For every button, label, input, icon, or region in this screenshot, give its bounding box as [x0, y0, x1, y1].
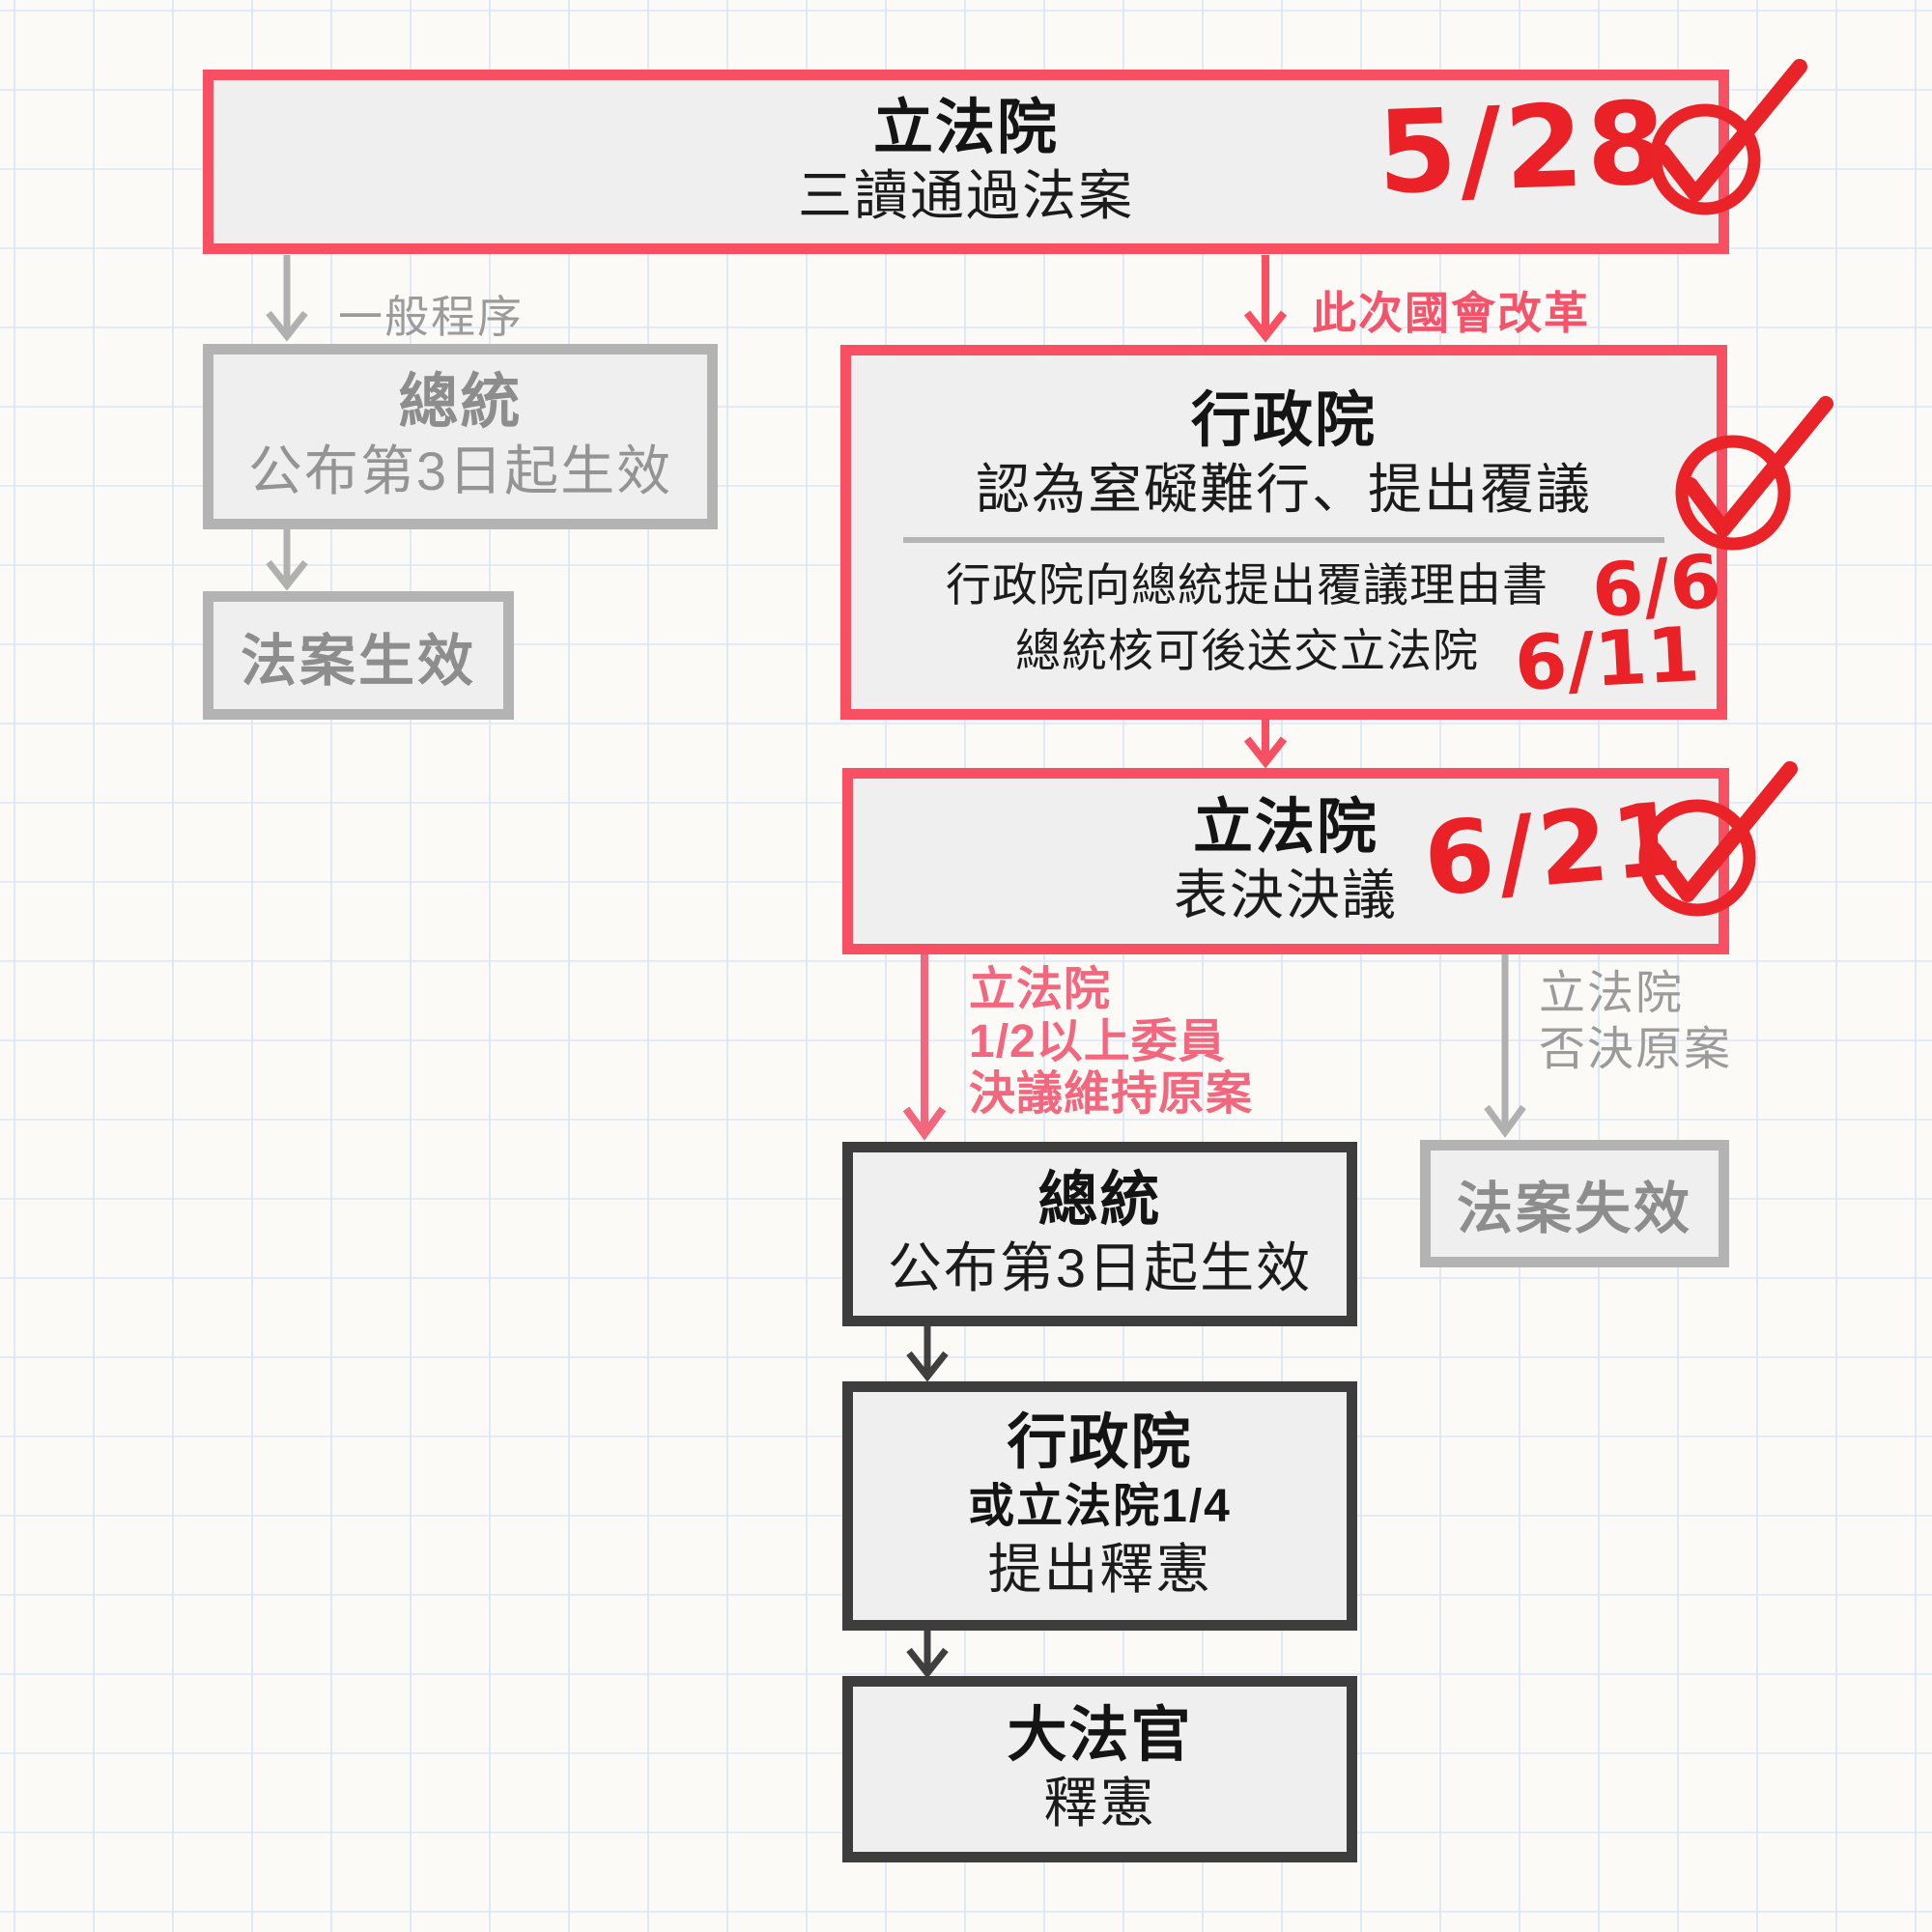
box-line3: 提出釋憲 [987, 1538, 1212, 1600]
box-title: 行政院 [1007, 1409, 1193, 1477]
box-title: 總統 [1037, 1166, 1162, 1234]
checkmark-circle-icon [1649, 59, 1807, 215]
box-subtitle: 三讀通過法案 [798, 165, 1134, 227]
handwritten-date-6-11: 6/11 [1512, 611, 1702, 708]
box-subtitle: 公布第3日起生效 [247, 440, 673, 501]
edge-label-reject-line1: 立法院 [1539, 968, 1685, 1019]
box-subtitle: 認為窒礙難行、提出覆議 [976, 458, 1592, 520]
arrow-to-constitutional-request [906, 1326, 949, 1382]
box-executive-yuan-review: 行政院 認為窒礙難行、提出覆議 行政院向總統提出覆議理由書 總統核可後送交立法院 [840, 345, 1727, 720]
divider-line [903, 536, 1664, 543]
box-subtitle: 表決決議 [1174, 865, 1398, 926]
box-subtitle: 釋憲 [1043, 1773, 1156, 1834]
edge-label-maintain-line2: 1/2以上委員 [969, 1015, 1226, 1067]
arrow-reform-branch [1243, 255, 1288, 343]
box-label: 法案生效 [240, 629, 476, 693]
box-president-promulgate: 總統 公布第3日起生效 [842, 1142, 1357, 1326]
box-title: 行政院 [1190, 387, 1377, 455]
checkmark-circle-icon [1638, 761, 1798, 917]
box-bill-effective: 法案生效 [203, 591, 514, 720]
edge-label-maintain-line3: 決議維持原案 [969, 1067, 1254, 1120]
handwritten-date-5-28: 5/28 [1375, 75, 1671, 220]
edge-label-reject-line2: 否決原案 [1539, 1023, 1733, 1075]
box-president-normal: 總統 公布第3日起生效 [203, 344, 718, 529]
box-title: 總統 [398, 369, 523, 437]
box-line2: 或立法院1/4 [968, 1480, 1232, 1532]
edge-label-maintain-line1: 立法院 [969, 964, 1112, 1015]
edge-label-reject: 立法院 否決原案 [1539, 966, 1732, 1077]
arrow-to-vote [1243, 720, 1288, 769]
box-bill-invalid: 法案失效 [1420, 1140, 1729, 1267]
arrow-reject-original [1484, 954, 1526, 1138]
box-label: 法案失效 [1456, 1178, 1692, 1240]
box-grand-justices: 大法官 釋憲 [842, 1676, 1357, 1862]
edge-label-general-procedure: 一般程序 [338, 292, 524, 342]
edge-label-maintain: 立法院 1/2以上委員 決議維持原案 [969, 964, 1253, 1120]
arrow-to-bill-effective [266, 529, 308, 591]
box-title: 大法官 [1007, 1701, 1193, 1769]
box-constitutional-interpretation-request: 行政院 或立法院1/4 提出釋憲 [842, 1381, 1357, 1631]
box-legislative-yuan-top: 立法院 三讀通過法案 [203, 70, 1729, 254]
box-title: 立法院 [872, 94, 1059, 161]
edge-label-reform: 此次國會改革 [1312, 288, 1590, 338]
box-subtitle: 公布第3日起生效 [887, 1237, 1313, 1299]
arrow-normal-procedure [266, 255, 308, 342]
review-detail-row-1: 行政院向總統提出覆議理由書 [946, 558, 1548, 611]
box-title: 立法院 [1192, 793, 1378, 861]
checkmark-circle-icon [1675, 396, 1833, 551]
arrow-maintain-original [902, 954, 947, 1141]
arrow-to-grand-justices [906, 1631, 949, 1679]
review-detail-row-2: 總統核可後送交立法院 [1015, 624, 1479, 676]
box-legislative-yuan-vote: 立法院 表決決議 [842, 768, 1729, 954]
